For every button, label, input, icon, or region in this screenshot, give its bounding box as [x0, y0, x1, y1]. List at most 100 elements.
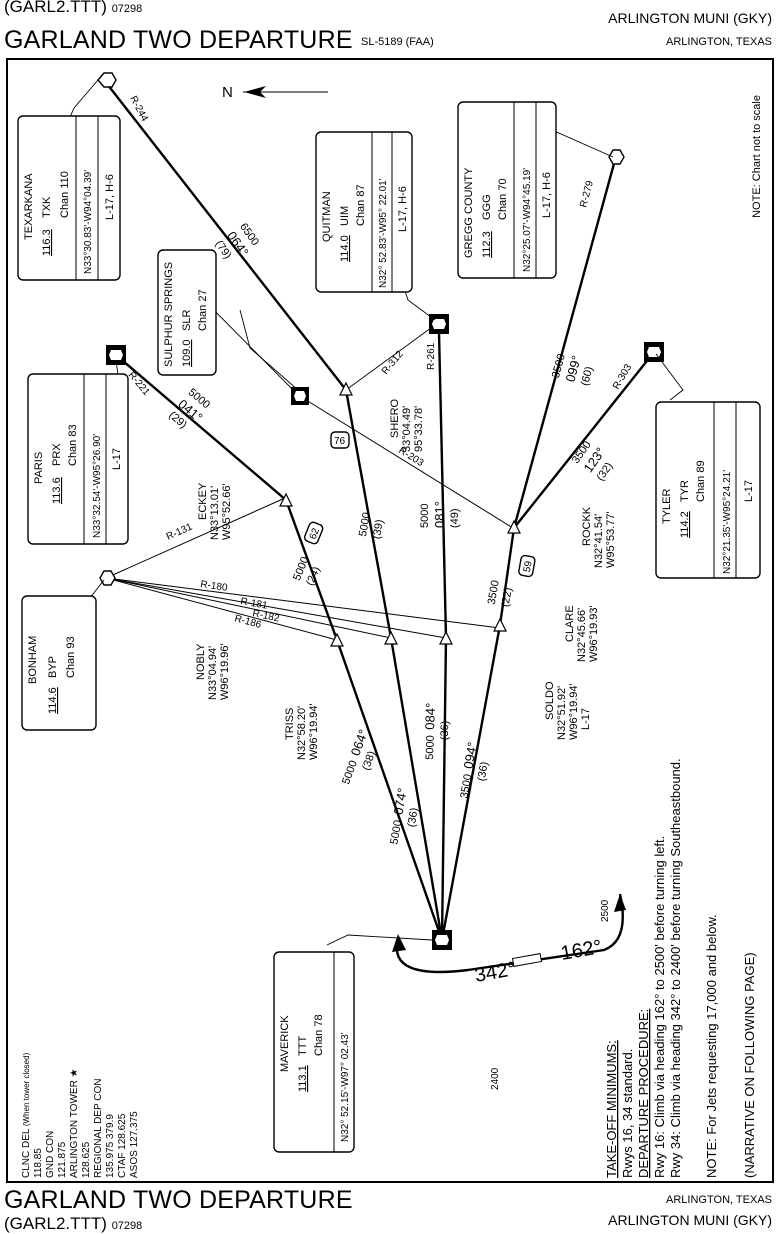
svg-text:BONHAM: BONHAM [27, 636, 39, 684]
svg-text:113.6: 113.6 [51, 477, 63, 504]
svg-text:W96°19.93': W96°19.93' [588, 605, 600, 662]
svg-text:GND CON: GND CON [45, 1131, 56, 1178]
rockk-fix-icon [507, 519, 521, 534]
svg-text:SOLDO: SOLDO [544, 681, 556, 720]
heading-162-label: 162° [559, 936, 604, 965]
svg-text:W96°19.94': W96°19.94' [568, 683, 580, 740]
svg-text:Rwys 16, 34 standard.: Rwys 16, 34 standard. [620, 1049, 635, 1178]
svg-text:R-244: R-244 [127, 94, 150, 124]
maverick-vortac-icon [432, 930, 452, 950]
airport-name-top: ARLINGTON MUNI (GKY) [608, 10, 772, 26]
route-084-label: 5000 084° (36) [422, 703, 452, 760]
rockk-label: ROCKK N32°41.54' W95°53.77' [581, 506, 617, 568]
procedure-text: TAKE-OFF MINIMUMS: Rwys 16, 34 standard.… [604, 758, 757, 1178]
shero-mag-label: 76 [330, 431, 350, 449]
svg-text:NOTE: For Jets requesting 17,0: NOTE: For Jets requesting 17,000 and bel… [704, 914, 719, 1178]
svg-text:N32°25.07'-W94°45.19': N32°25.07'-W94°45.19' [522, 168, 533, 272]
svg-text:ASOS 127.375: ASOS 127.375 [129, 1111, 140, 1178]
texarkana-vor-icon [97, 72, 117, 88]
paris-vortac-icon [106, 345, 126, 365]
svg-text:099°: 099° [563, 354, 584, 384]
rockk-leg-label: 3500 (22) 59 [486, 554, 536, 608]
svg-text:Chan 78: Chan 78 [313, 1014, 325, 1056]
nobly-label: NOBLY N33°04.94' W96°19.96' [195, 643, 231, 700]
clare-label: CLARE N32°45.66' W96°19.93' [564, 605, 600, 662]
svg-text:MAVERICK: MAVERICK [279, 1015, 291, 1072]
svg-text:NOBLY: NOBLY [195, 643, 207, 680]
departure-courses [103, 79, 655, 941]
svg-text:N33°30.83'-W94°04.39': N33°30.83'-W94°04.39' [83, 170, 94, 274]
svg-text:Chan 27: Chan 27 [197, 289, 209, 331]
chart-title-top: GARLAND TWO DEPARTURE [4, 26, 353, 54]
svg-text:128.625: 128.625 [81, 1141, 92, 1178]
svg-text:(NARRATIVE ON FOLLOWING PAGE): (NARRATIVE ON FOLLOWING PAGE) [742, 952, 757, 1178]
svg-text:REGIONAL DEP CON: REGIONAL DEP CON [93, 1079, 104, 1178]
gregg-leg-label: 3500 099° (60) [550, 353, 596, 388]
triss-label: TRISS N32°58.20' W96°19.94' [284, 703, 320, 760]
svg-text:L-17, H-6: L-17, H-6 [397, 186, 409, 232]
chart-frame: N NOTE: Chart not to scale [6, 58, 774, 1183]
svg-text:95°33.78': 95°33.78' [413, 406, 425, 452]
svg-text:N33°32.54'-W95°26.90': N33°32.54'-W95°26.90' [92, 434, 103, 538]
svg-text:33°04.49': 33°04.49' [401, 406, 413, 452]
quitman-leg-label: 5000 081° (49) [419, 501, 461, 528]
svg-text:R-131: R-131 [165, 521, 195, 542]
svg-text:N32°41.54': N32°41.54' [593, 514, 605, 568]
svg-text:PRX: PRX [51, 443, 63, 466]
svg-text:R-180: R-180 [200, 579, 229, 594]
svg-text:114.2: 114.2 [679, 511, 691, 538]
svg-text:N32° 52.15'-W97° 02.43': N32° 52.15'-W97° 02.43' [340, 1032, 351, 1142]
svg-text:SHERO: SHERO [389, 398, 401, 438]
svg-text:081°: 081° [432, 501, 447, 528]
svg-text:Chan 70: Chan 70 [497, 178, 509, 220]
svg-text:L-17, H-6: L-17, H-6 [104, 174, 116, 220]
svg-text:109.0: 109.0 [181, 339, 193, 367]
departure-map: N NOTE: Chart not to scale [17, 72, 763, 1178]
svg-text:5000: 5000 [357, 511, 373, 537]
svg-text:R-279: R-279 [578, 179, 596, 209]
bonham-vor-icon [99, 570, 116, 586]
svg-text:SLR: SLR [181, 310, 193, 331]
north-arrow: N [222, 84, 328, 101]
svg-text:R-303: R-303 [611, 362, 634, 391]
svg-text:L-17: L-17 [743, 480, 755, 502]
svg-text:135.975 379.9: 135.975 379.9 [105, 1114, 116, 1178]
svg-text:CLNC DEL (When tower closed): CLNC DEL (When tower closed) [21, 1052, 32, 1178]
svg-text:(36): (36) [406, 807, 421, 828]
svg-text:Chan 89: Chan 89 [695, 460, 707, 502]
svg-text:R-221: R-221 [126, 370, 152, 398]
route-064-label: 5000 064° (38) [340, 727, 378, 786]
svg-text:TRISS: TRISS [284, 708, 296, 740]
quitman-box: QUITMAN 114.0 UIM Chan 87 N32° 52.83'-W9… [315, 131, 413, 293]
svg-text:ROCKK: ROCKK [581, 506, 593, 546]
clare-fix-icon [493, 617, 507, 632]
quitman-vortac-icon [429, 314, 449, 334]
svg-text:Chan 83: Chan 83 [67, 424, 79, 466]
svg-text:59: 59 [522, 560, 535, 573]
svg-text:TXK: TXK [41, 196, 53, 218]
svg-text:76: 76 [334, 436, 346, 447]
maverick-box: MAVERICK 113.1 TTT Chan 78 N32° 52.15'-W… [273, 951, 355, 1153]
svg-text:L-17: L-17 [111, 448, 123, 470]
svg-text:L-17, H-6: L-17, H-6 [541, 172, 553, 218]
svg-text:L-17: L-17 [580, 708, 592, 730]
sl-number: SL-5189 (FAA) [361, 36, 434, 48]
svg-text:W95°52.66': W95°52.66' [221, 483, 233, 540]
soldo-fix-icon [439, 630, 453, 645]
svg-text:TYLER: TYLER [661, 488, 673, 524]
svg-text:(36): (36) [439, 720, 452, 740]
svg-text:Rwy 34: Climb via heading 342: Rwy 34: Climb via heading 342° to 2400' … [668, 758, 683, 1178]
north-label: N [222, 84, 233, 101]
gregg-county-box: GREGG COUNTY 112.3 GGG Chan 70 N32°25.07… [457, 101, 557, 279]
svg-text:N32°21.35'-W95°24.21': N32°21.35'-W95°24.21' [722, 470, 733, 574]
svg-text:094°: 094° [461, 741, 480, 770]
svg-text:5000: 5000 [388, 819, 404, 845]
texarkana-box: TEXARKANA 116.3 TXK Chan 110 N33°30.83'-… [17, 115, 121, 281]
heading-342-label: 342° [473, 958, 518, 987]
svg-text:R-181: R-181 [239, 596, 268, 612]
eckey-fix-icon [279, 492, 293, 507]
eckey-label: ECKEY N33°13.01' W95°52.66' [197, 482, 233, 540]
route-074-label: 5000 074° (36) [388, 787, 421, 846]
gregg-vor-icon [608, 149, 625, 165]
svg-text:W96°19.96': W96°19.96' [219, 643, 231, 700]
